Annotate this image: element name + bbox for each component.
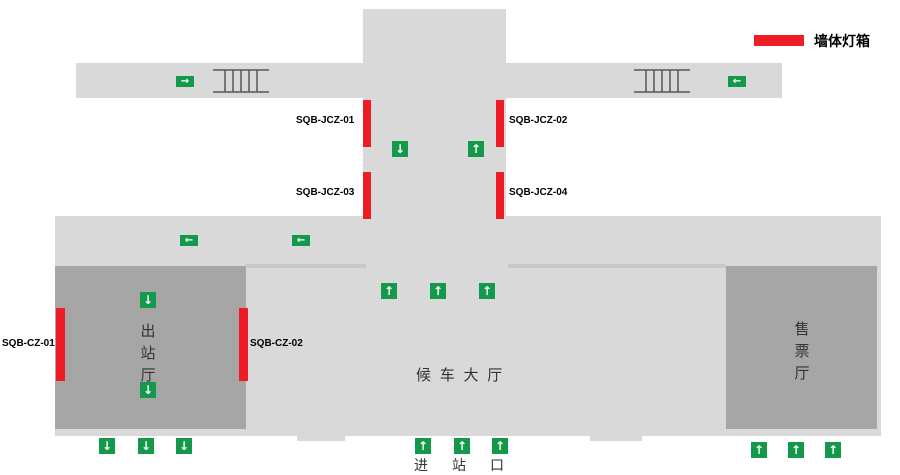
waiting-hall-label: 候 车 大 厅 <box>416 366 505 384</box>
ticket-hall-label: 售 票 厅 <box>794 320 810 382</box>
wall-label-jcz-04: SQB-JCZ-04 <box>509 187 568 198</box>
wall-label-cz-02: SQB-CZ-02 <box>250 338 303 349</box>
left-arrow-icon: ← <box>180 235 198 246</box>
up-arrow-icon: ↑ <box>492 438 508 454</box>
up-arrow-icon: ↑ <box>468 141 484 157</box>
up-arrow-icon: ↑ <box>825 442 841 458</box>
entrance-label: 进站口 <box>414 458 504 474</box>
up-arrow-icon: ↑ <box>430 283 446 299</box>
up-arrow-icon: ↑ <box>415 438 431 454</box>
bottom-step-1 <box>297 430 345 441</box>
down-arrow-icon: ↓ <box>176 438 192 454</box>
up-arrow-icon: ↑ <box>751 442 767 458</box>
right-arrow-icon: → <box>176 76 194 87</box>
exit-hall-label: 出 站 厅 <box>140 322 156 384</box>
up-arrow-icon: ↑ <box>479 283 495 299</box>
legend-swatch <box>754 35 804 46</box>
down-arrow-icon: ↓ <box>99 438 115 454</box>
wall-label-cz-01: SQB-CZ-01 <box>2 338 55 349</box>
left-arrow-icon: ← <box>728 76 746 87</box>
notch-left-gap <box>246 264 366 268</box>
down-arrow-icon: ↓ <box>140 382 156 398</box>
ticket-hall-area <box>726 266 877 429</box>
down-arrow-icon: ↓ <box>138 438 154 454</box>
wall-lightbox-jcz-02 <box>496 100 504 147</box>
main-concourse <box>55 216 881 268</box>
wall-label-jcz-01: SQB-JCZ-01 <box>296 115 355 126</box>
stairs-right-icon <box>634 69 690 93</box>
up-arrow-icon: ↑ <box>381 283 397 299</box>
down-arrow-icon: ↓ <box>392 141 408 157</box>
legend-label: 墙体灯箱 <box>814 34 870 50</box>
wall-lightbox-jcz-03 <box>363 172 371 219</box>
stairs-left-icon <box>213 69 269 93</box>
notch-right-gap <box>508 264 726 268</box>
wall-label-jcz-03: SQB-JCZ-03 <box>296 187 355 198</box>
up-arrow-icon: ↑ <box>788 442 804 458</box>
wall-label-jcz-02: SQB-JCZ-02 <box>509 115 568 126</box>
left-arrow-icon: ← <box>292 235 310 246</box>
bottom-step-2 <box>372 430 562 436</box>
bottom-step-3 <box>590 430 642 441</box>
down-arrow-icon: ↓ <box>140 292 156 308</box>
wall-lightbox-cz-01 <box>56 308 65 381</box>
wall-lightbox-jcz-04 <box>496 172 504 219</box>
wall-lightbox-cz-02 <box>239 308 248 381</box>
wall-lightbox-jcz-01 <box>363 100 371 147</box>
up-arrow-icon: ↑ <box>454 438 470 454</box>
